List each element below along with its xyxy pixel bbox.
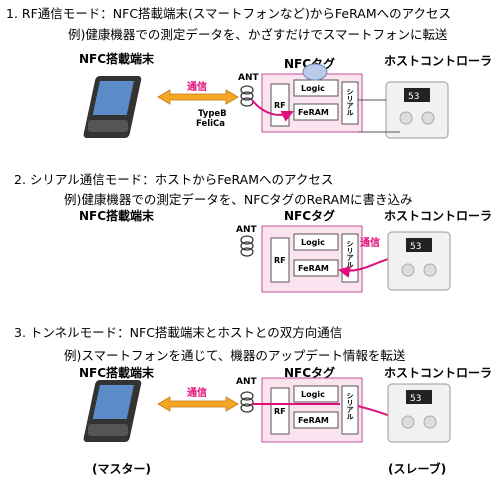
antenna-coil bbox=[240, 235, 254, 257]
section-1-diagram: 通信 TypeB FeliCa ANT RF Logic FeRAM シリアル … bbox=[83, 63, 449, 139]
section-1-feram: FeRAM bbox=[298, 108, 329, 117]
section-2-heading: 2. シリアル通信モード：ホストからFeRAMへのアクセス bbox=[14, 172, 334, 187]
section-2-serial: シリアル bbox=[346, 240, 354, 268]
section-3-feram: FeRAM bbox=[298, 416, 329, 425]
section-3-host-label: ホストコントローラ bbox=[384, 366, 493, 380]
section-1-rf: RF bbox=[274, 101, 286, 110]
section-1-host-label: ホストコントローラ bbox=[384, 54, 493, 68]
section-3-serial: シリアル bbox=[346, 392, 354, 420]
section-1-comm-label: 通信 bbox=[187, 80, 207, 93]
hand-icon bbox=[302, 63, 328, 81]
section-2-comm-label: 通信 bbox=[360, 236, 380, 249]
comm-arrow bbox=[157, 396, 239, 412]
section-2-terminal-label: NFC搭載端末 bbox=[79, 209, 155, 223]
svg-text:53: 53 bbox=[410, 394, 421, 404]
scale-icon: 53 bbox=[385, 81, 449, 139]
scale-icon: 53 bbox=[387, 231, 451, 291]
section-2-rf: RF bbox=[274, 256, 286, 265]
section-1-heading: 1. RF通信モード：NFC搭載端末(スマートフォンなど)からFeRAMへのアク… bbox=[6, 6, 452, 21]
section-1-terminal-label: NFC搭載端末 bbox=[79, 52, 155, 66]
section-3-rf: RF bbox=[274, 407, 286, 416]
section-2-diagram: ANT RF Logic FeRAM シリアル 通信 53 bbox=[236, 225, 451, 293]
section-3-slave-label: (スレーブ) bbox=[388, 462, 447, 476]
section-1-typeb: TypeB bbox=[198, 109, 227, 119]
svg-text:53: 53 bbox=[410, 242, 421, 252]
section-3-diagram: 通信 ANT RF Logic FeRAM シリアル 53 bbox=[83, 377, 451, 443]
section-2-logic: Logic bbox=[301, 238, 325, 247]
phone-icon bbox=[83, 76, 142, 138]
section-2-example: 例)健康機器での測定データを、NFCタグのReRAMに書き込み bbox=[64, 192, 413, 207]
section-3-ant: ANT bbox=[236, 377, 257, 387]
section-3-heading: 3. トンネルモード：NFC搭載端末とホストとの双方向通信 bbox=[14, 325, 343, 340]
antenna-coil bbox=[240, 391, 254, 413]
section-1-example: 例)健康機器での測定データを、かざすだけでスマートフォンに転送 bbox=[68, 27, 448, 42]
section-1-logic: Logic bbox=[301, 84, 325, 93]
phone-icon bbox=[83, 380, 142, 442]
section-2-feram: FeRAM bbox=[298, 264, 329, 273]
section-3-example: 例)スマートフォンを通じて、機器のアップデート情報を転送 bbox=[64, 348, 406, 363]
section-3-tag-label: NFCタグ bbox=[284, 366, 336, 380]
section-3-comm-label: 通信 bbox=[187, 386, 207, 399]
antenna-coil bbox=[240, 85, 254, 107]
comm-arrow bbox=[157, 89, 239, 105]
section-3-terminal-label: NFC搭載端末 bbox=[79, 366, 155, 380]
section-3-master-label: (マスター) bbox=[92, 462, 151, 476]
section-1-ant: ANT bbox=[238, 73, 259, 83]
section-2-host-label: ホストコントローラ bbox=[384, 209, 493, 223]
section-2-ant: ANT bbox=[236, 225, 257, 235]
section-3-logic: Logic bbox=[301, 390, 325, 399]
scale-icon: 53 bbox=[387, 383, 451, 443]
section-1-serial: シリアル bbox=[346, 88, 354, 116]
svg-text:53: 53 bbox=[408, 92, 419, 102]
section-1-felica: FeliCa bbox=[196, 119, 225, 129]
section-2-tag-label: NFCタグ bbox=[284, 209, 336, 223]
